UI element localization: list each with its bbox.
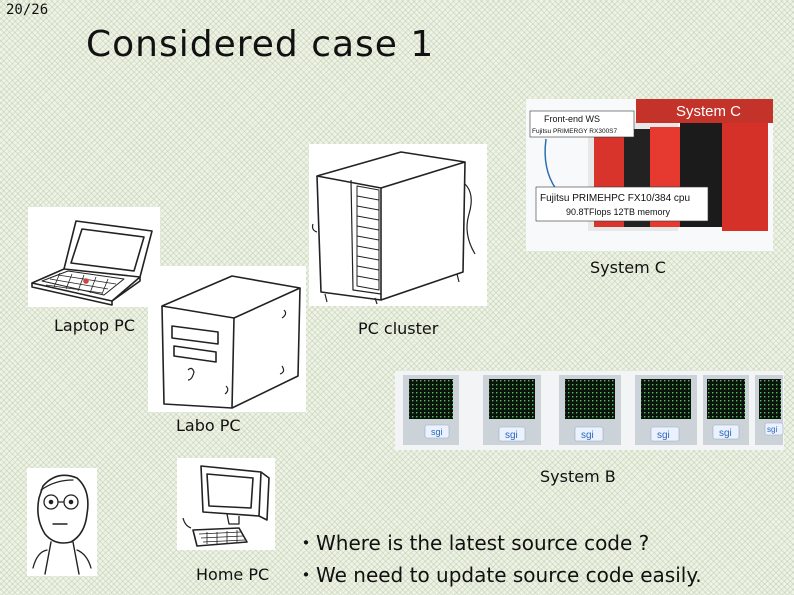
page-number: 20/26: [6, 2, 49, 18]
pc-cluster-sketch: [309, 144, 487, 306]
person-drawing: [32, 474, 92, 575]
system-c-frontend-line1: Front-end WS: [544, 114, 600, 124]
bullet-list: ・Where is the latest source code ? ・We n…: [296, 527, 702, 591]
laptop-sketch: [28, 207, 160, 307]
system-c-spec-line1: Fujitsu PRIMEHPC FX10/384 cpu: [540, 193, 690, 204]
system-b-label: System B: [540, 467, 616, 486]
home-pc-sketch: [177, 458, 275, 550]
sgi-logo-1: sgi: [431, 427, 443, 437]
sgi-logo-2: sgi: [505, 430, 518, 441]
sgi-logo-4: sgi: [657, 430, 670, 441]
sgi-logo-6: sgi: [767, 425, 777, 434]
labo-pc-sketch: [148, 266, 306, 412]
pc-cluster-drawing: [311, 151, 476, 305]
slide-title: Considered case 1: [86, 24, 435, 65]
bullet-item-2: ・We need to update source code easily.: [296, 563, 702, 587]
laptop-label: Laptop PC: [54, 316, 135, 335]
labo-pc-drawing: [161, 275, 301, 409]
system-c-label: System C: [590, 258, 666, 277]
sgi-logo-5: sgi: [719, 428, 732, 439]
home-pc-label: Home PC: [196, 565, 270, 584]
system-c-photo-heading: System C: [676, 103, 741, 120]
pc-cluster-label: PC cluster: [358, 319, 439, 338]
home-pc-drawing: [182, 465, 270, 547]
system-b-photo: sgi sgi sgi sgi sgi sgi: [395, 371, 784, 450]
system-c-illustration: System C Front-end WS Fujitsu PRIMERGY R…: [526, 99, 773, 251]
system-c-spec-line2: 90.8TFlops 12TB memory: [566, 207, 671, 217]
labo-pc-label: Labo PC: [176, 416, 241, 435]
system-c-photo: System C Front-end WS Fujitsu PRIMERGY R…: [526, 99, 773, 251]
system-b-illustration: sgi sgi sgi sgi sgi sgi: [403, 375, 784, 445]
sgi-logo-3: sgi: [581, 430, 594, 441]
laptop-drawing: [31, 220, 153, 306]
bullet-item-1: ・Where is the latest source code ?: [296, 531, 650, 555]
system-c-frontend-line2: Fujitsu PRIMERGY RX300S7: [532, 128, 618, 135]
person-sketch: [27, 468, 97, 576]
